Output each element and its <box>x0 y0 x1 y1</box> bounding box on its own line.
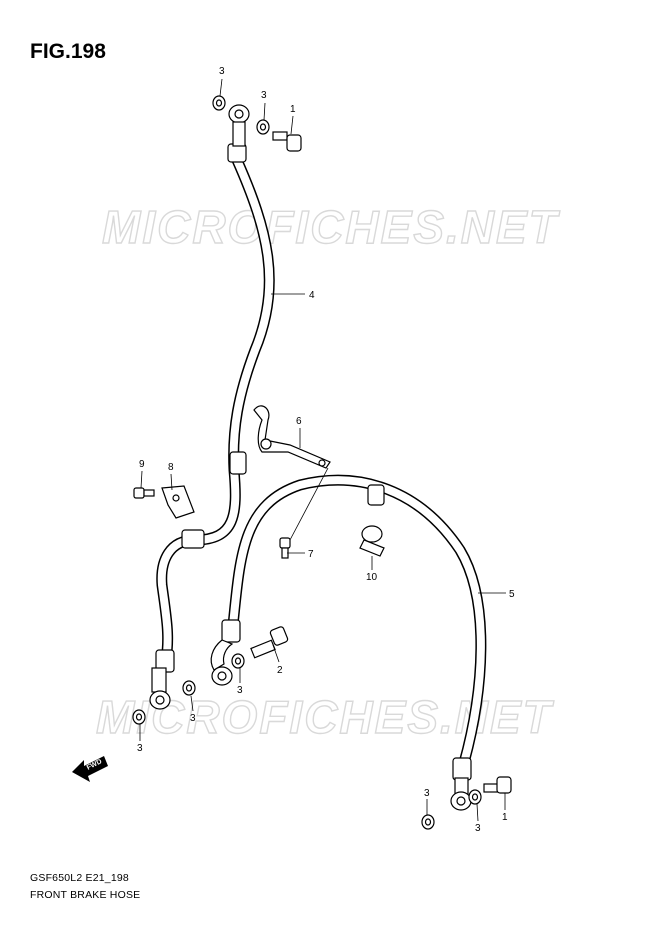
callout-washer-top-right: 3 <box>261 90 267 101</box>
figure-caption: FRONT BRAKE HOSE <box>30 889 141 901</box>
bolt-9-icon <box>133 487 155 499</box>
bolt-right-icon <box>483 776 512 794</box>
washer-middle-icon <box>231 653 245 669</box>
figure-label: FIG.198 <box>30 40 106 63</box>
banjo-fitting-right <box>450 777 472 811</box>
callout-washer-left-b: 3 <box>137 743 143 754</box>
banjo-fitting-middle <box>210 639 234 686</box>
banjo-fitting-left <box>149 667 171 710</box>
hose-clamp-right-icon <box>359 525 385 557</box>
drawing-code: GSF650L2 E21_198 <box>30 872 129 884</box>
callout-bolt-right: 1 <box>502 812 508 823</box>
callout-bracket-upper: 6 <box>296 416 302 427</box>
washer-right-a-icon <box>421 814 435 830</box>
callout-union-bolt: 2 <box>277 665 283 676</box>
washer-top-right-icon <box>256 119 270 135</box>
watermark-top: MICROFICHES.NET <box>102 201 561 253</box>
callout-washer-top-left: 3 <box>219 66 225 77</box>
hose-clamp-left-icon <box>161 485 195 519</box>
bolt-7-icon <box>279 537 291 559</box>
brake-hose-upper <box>155 143 275 673</box>
callout-washer-right-a: 3 <box>424 788 430 799</box>
hose-bracket-icon <box>253 405 331 469</box>
callout-bolt-top: 1 <box>290 104 296 115</box>
washer-top-left-icon <box>212 95 226 111</box>
fwd-arrow-icon: FWD <box>72 756 108 782</box>
union-bolt-icon <box>250 626 289 659</box>
banjo-fitting-top <box>228 104 250 147</box>
callout-washer-mid: 3 <box>237 685 243 696</box>
brake-hose-right <box>221 474 487 781</box>
washer-left-a-icon <box>182 680 196 696</box>
bolt-top-icon <box>272 131 302 152</box>
callout-washer-left-a: 3 <box>190 713 196 724</box>
leader-lines <box>139 78 506 822</box>
callout-bolt-bracket: 7 <box>308 549 314 560</box>
callout-clamp-left: 8 <box>168 462 174 473</box>
callout-bolt-clamp: 9 <box>139 459 145 470</box>
callout-hose-right: 5 <box>509 589 515 600</box>
callout-washer-right-b: 3 <box>475 823 481 834</box>
callout-hose-upper: 4 <box>309 290 315 301</box>
callout-clamp-right: 10 <box>366 572 378 583</box>
washer-right-b-icon <box>468 789 482 805</box>
washer-left-b-icon <box>132 709 146 725</box>
